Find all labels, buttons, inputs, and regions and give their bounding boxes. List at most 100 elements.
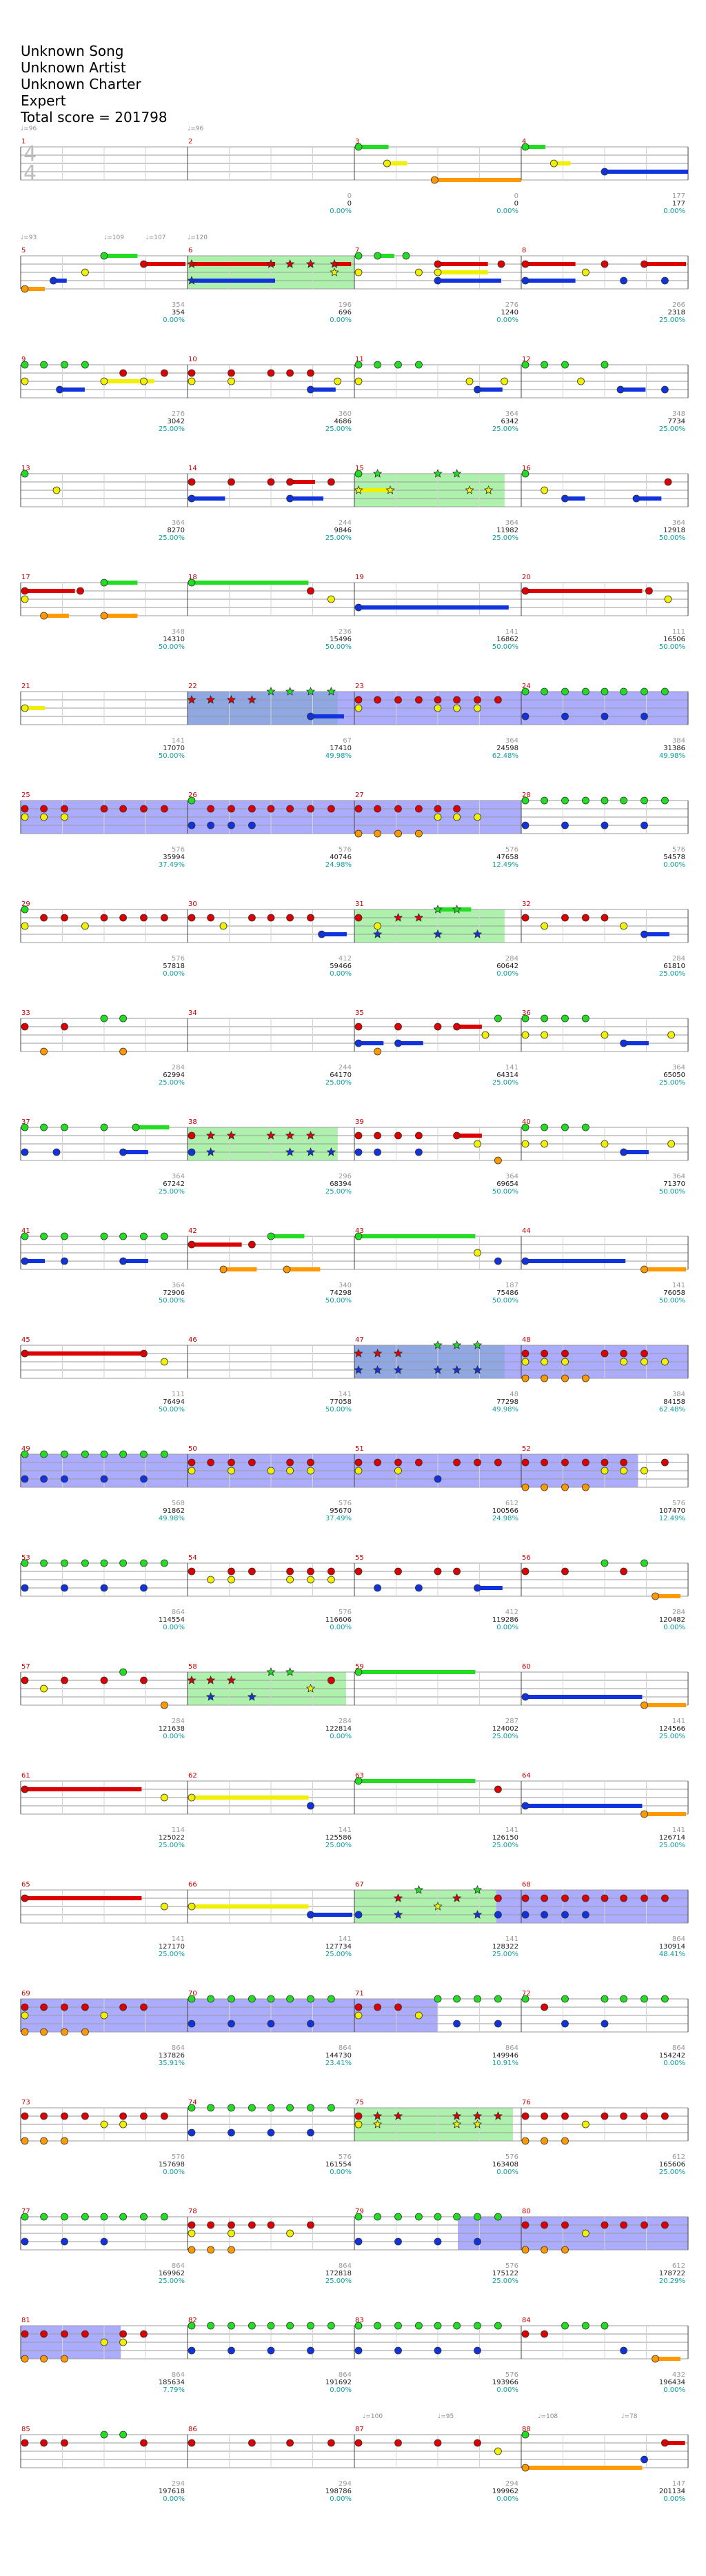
blue-star-note — [393, 1909, 403, 1919]
measure-number: 6 — [188, 247, 192, 254]
difficulty-label: Expert — [21, 92, 66, 109]
blue-note — [318, 930, 326, 938]
green-sustain — [192, 581, 309, 585]
red-note — [160, 914, 168, 922]
red-note — [40, 2439, 48, 2447]
tempo-marker: ♩=100 — [363, 2413, 383, 2420]
red-note — [61, 2330, 68, 2338]
blue-sustain — [621, 388, 646, 392]
measure-number: 69 — [21, 1990, 30, 1998]
green-note — [561, 796, 569, 805]
red-note — [21, 2330, 29, 2338]
green-note — [541, 796, 548, 805]
orange-note — [561, 1374, 569, 1382]
running-total: 114554 — [159, 1616, 185, 1624]
red-note — [394, 1458, 402, 1467]
red-note — [267, 2221, 275, 2229]
orange-note — [40, 2137, 48, 2145]
red-note — [415, 805, 423, 813]
green-note — [582, 2322, 589, 2330]
red-note — [228, 1458, 235, 1467]
blue-sustain — [477, 1586, 503, 1590]
measure-number: 3 — [355, 138, 359, 145]
running-total: 7734 — [668, 418, 685, 425]
sp-percentage: 20.29% — [659, 2277, 685, 2285]
red-note — [140, 1676, 148, 1684]
red-note — [354, 1458, 363, 1467]
measure-score: 576 — [339, 846, 352, 854]
sp-percentage: 50.00% — [159, 1297, 185, 1305]
measure-number: 52 — [522, 1445, 531, 1453]
red-note — [494, 1458, 502, 1467]
running-total: 107470 — [659, 1507, 685, 1515]
red-note — [188, 369, 196, 377]
blue-star-note — [205, 1147, 216, 1156]
measure-score: 348 — [172, 628, 185, 636]
running-total: 64170 — [330, 1071, 352, 1079]
yellow-note — [601, 1467, 609, 1475]
orange-note — [21, 2137, 29, 2145]
red-note — [601, 914, 609, 922]
red-note — [582, 1458, 589, 1467]
blue-star-note — [393, 1365, 403, 1374]
green-note — [641, 1995, 648, 2003]
green-note — [228, 2104, 235, 2112]
red-note — [354, 914, 363, 922]
measure-score: 864 — [339, 2371, 352, 2379]
yellow-star-note — [433, 1901, 443, 1911]
green-note — [521, 796, 530, 805]
green-star-note — [433, 468, 443, 478]
orange-note — [374, 1047, 381, 1056]
blue-note — [561, 1911, 569, 1919]
sp-percentage: 25.00% — [325, 534, 352, 542]
green-note — [140, 1232, 148, 1240]
time-signature-top: 4 — [23, 142, 37, 166]
green-note — [661, 1995, 669, 2003]
measure-score: 0 — [347, 192, 352, 200]
green-note — [402, 252, 410, 260]
measure-score: 412 — [339, 955, 352, 963]
red-note — [354, 1567, 363, 1576]
red-note — [645, 587, 653, 595]
yellow-note — [228, 2229, 235, 2237]
blue-star-note — [472, 1909, 483, 1919]
measure-number: 35 — [355, 1009, 364, 1017]
blue-note — [267, 2129, 275, 2137]
sp-percentage: 0.00% — [163, 2495, 185, 2503]
red-note — [307, 805, 314, 813]
orange-note — [40, 1047, 48, 1056]
green-note — [521, 470, 530, 478]
red-note — [248, 2439, 256, 2447]
green-note — [61, 1559, 68, 1567]
red-note — [561, 914, 569, 922]
green-note — [354, 470, 363, 478]
green-note — [100, 1014, 108, 1023]
red-note — [354, 1131, 363, 1140]
green-note — [541, 1014, 548, 1023]
yellow-note — [434, 813, 442, 821]
green-note — [327, 1995, 335, 2003]
measure-number: 74 — [188, 2099, 197, 2106]
red-star-note — [226, 1130, 236, 1140]
blue-sustain — [321, 932, 347, 936]
measure-score: 612 — [672, 2153, 685, 2161]
red-note — [582, 914, 589, 922]
red-note — [21, 1676, 29, 1684]
red-star-note — [493, 2111, 503, 2120]
yellow-note — [188, 1902, 196, 1911]
blue-note — [21, 1584, 29, 1592]
orange-sustain — [25, 287, 46, 291]
red-note — [207, 914, 215, 922]
red-note — [521, 1458, 530, 1467]
yellow-note — [374, 922, 381, 930]
green-note — [494, 1014, 502, 1023]
blue-note — [620, 1039, 627, 1047]
red-note — [119, 2003, 128, 2011]
measure-score: 236 — [339, 628, 352, 636]
green-note — [354, 1777, 363, 1785]
running-total: 124566 — [659, 1725, 685, 1733]
yellow-note — [21, 2011, 29, 2020]
red-sustain — [143, 262, 185, 266]
yellow-sustain — [104, 379, 154, 383]
sp-percentage: 0.00% — [163, 2169, 185, 2176]
